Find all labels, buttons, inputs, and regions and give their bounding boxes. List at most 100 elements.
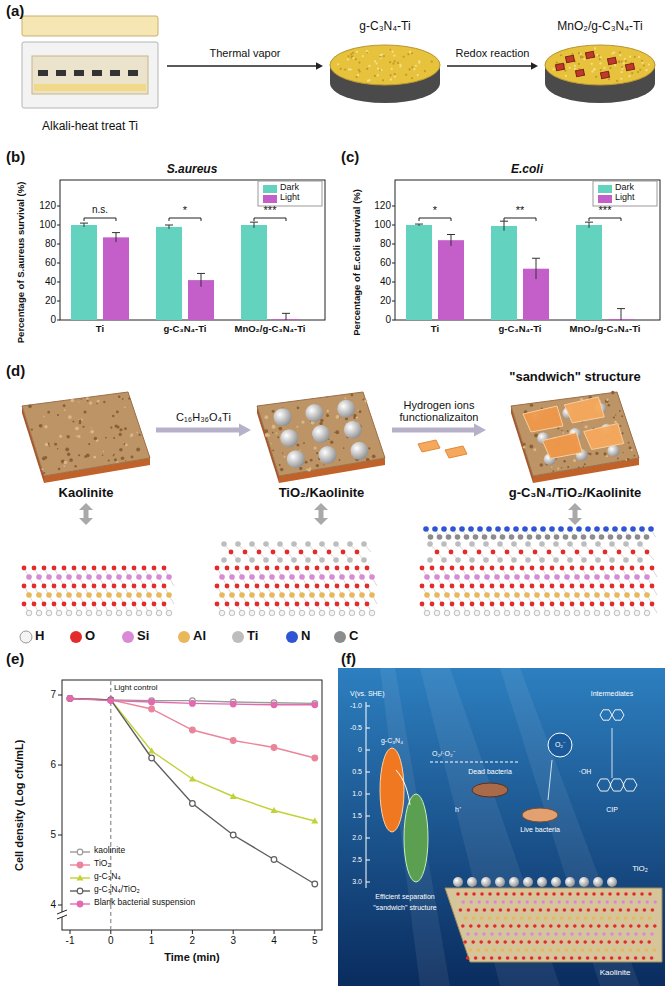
figure-label: O₂⁻ (555, 741, 565, 749)
atom (329, 610, 335, 616)
atom-label: C (349, 629, 358, 644)
block-texture (272, 432, 274, 434)
block-texture (301, 420, 304, 423)
significance-bracket (169, 218, 201, 221)
atom (305, 566, 310, 571)
arrow-shaft (573, 510, 578, 518)
atom (547, 908, 551, 912)
kaolinite-block (22, 392, 150, 483)
atom (345, 566, 350, 571)
g-c3n4-sheet (542, 433, 582, 459)
error-bar (286, 313, 287, 320)
atom-swatch (334, 631, 346, 643)
water-background (338, 668, 665, 986)
disk-texture (638, 56, 640, 58)
atom (116, 610, 122, 616)
arrow-connector (447, 62, 538, 70)
edge-label: C₁₆H₃₆O₄Ti (153, 411, 254, 424)
legend-label: g-C₃N₄ (94, 872, 121, 882)
atom (549, 924, 553, 928)
atom (584, 892, 588, 896)
disk-texture (405, 74, 407, 76)
block-texture (364, 400, 367, 403)
atom (291, 541, 297, 547)
disk-texture (377, 74, 379, 76)
atom (156, 592, 162, 598)
atom (239, 574, 245, 580)
atom (620, 566, 625, 571)
block-texture (113, 437, 115, 439)
atom (325, 566, 330, 571)
error-bar (504, 221, 505, 231)
block-texture (634, 455, 636, 457)
block-texture (125, 460, 126, 461)
atom (579, 908, 583, 912)
atom (471, 940, 475, 944)
atom (434, 574, 440, 580)
atom (468, 526, 474, 532)
block-texture (57, 414, 59, 416)
axis-tick (57, 320, 60, 321)
atom (498, 932, 502, 936)
disk-texture (380, 69, 382, 71)
atom (594, 956, 598, 960)
block-texture (530, 403, 533, 406)
tio2-sphere (593, 877, 603, 887)
axis-tick (58, 765, 62, 766)
figure-label: 60 (45, 257, 56, 269)
atom (594, 610, 600, 616)
atom (359, 610, 365, 616)
block-texture (82, 426, 84, 428)
atom (643, 908, 647, 912)
atom (36, 592, 42, 598)
atom (522, 526, 528, 532)
axis-tick (366, 816, 370, 817)
block-texture (534, 448, 537, 451)
series-line (70, 699, 315, 885)
disk-texture (424, 70, 426, 72)
atom-label: O (85, 629, 95, 644)
block-texture (615, 414, 616, 415)
block-texture (58, 468, 61, 471)
axis-tick (110, 930, 111, 934)
block-face (257, 392, 385, 476)
atom (504, 526, 510, 532)
atom (295, 566, 300, 571)
mechanism-illustration (338, 668, 665, 986)
atom (461, 924, 465, 928)
atom (235, 557, 241, 563)
atom (291, 557, 297, 563)
atom (619, 908, 623, 912)
block-texture (118, 396, 121, 399)
axis-tick (57, 206, 60, 207)
atom (440, 566, 445, 571)
block-texture (81, 399, 82, 400)
atom (142, 566, 147, 571)
tio2-sphere (607, 877, 617, 887)
atom (576, 916, 580, 920)
atom (541, 948, 545, 952)
atom (549, 948, 553, 952)
figure-label: 100 (39, 219, 56, 231)
atom (460, 584, 465, 589)
atom (72, 584, 77, 589)
atom (565, 924, 569, 928)
atom (66, 574, 72, 580)
atom (557, 948, 561, 952)
figure-label: 3 (230, 935, 236, 947)
atom-label: Ti (247, 629, 258, 644)
atom (355, 584, 360, 589)
atom (146, 592, 152, 598)
atom (459, 526, 465, 532)
atom (510, 584, 515, 589)
significance-bracket (84, 218, 116, 221)
tio2-sphere (481, 877, 491, 887)
figure-item: "sandwich" structureg-C₃N₄/TiO₂/Kaolinit… (488, 370, 662, 502)
axis-tick (366, 772, 370, 773)
atom (581, 948, 585, 952)
atom (333, 557, 339, 563)
atom (112, 566, 117, 571)
figure-label: 0.5 (352, 768, 362, 776)
significance-bracket (504, 218, 536, 221)
atom (269, 592, 275, 598)
